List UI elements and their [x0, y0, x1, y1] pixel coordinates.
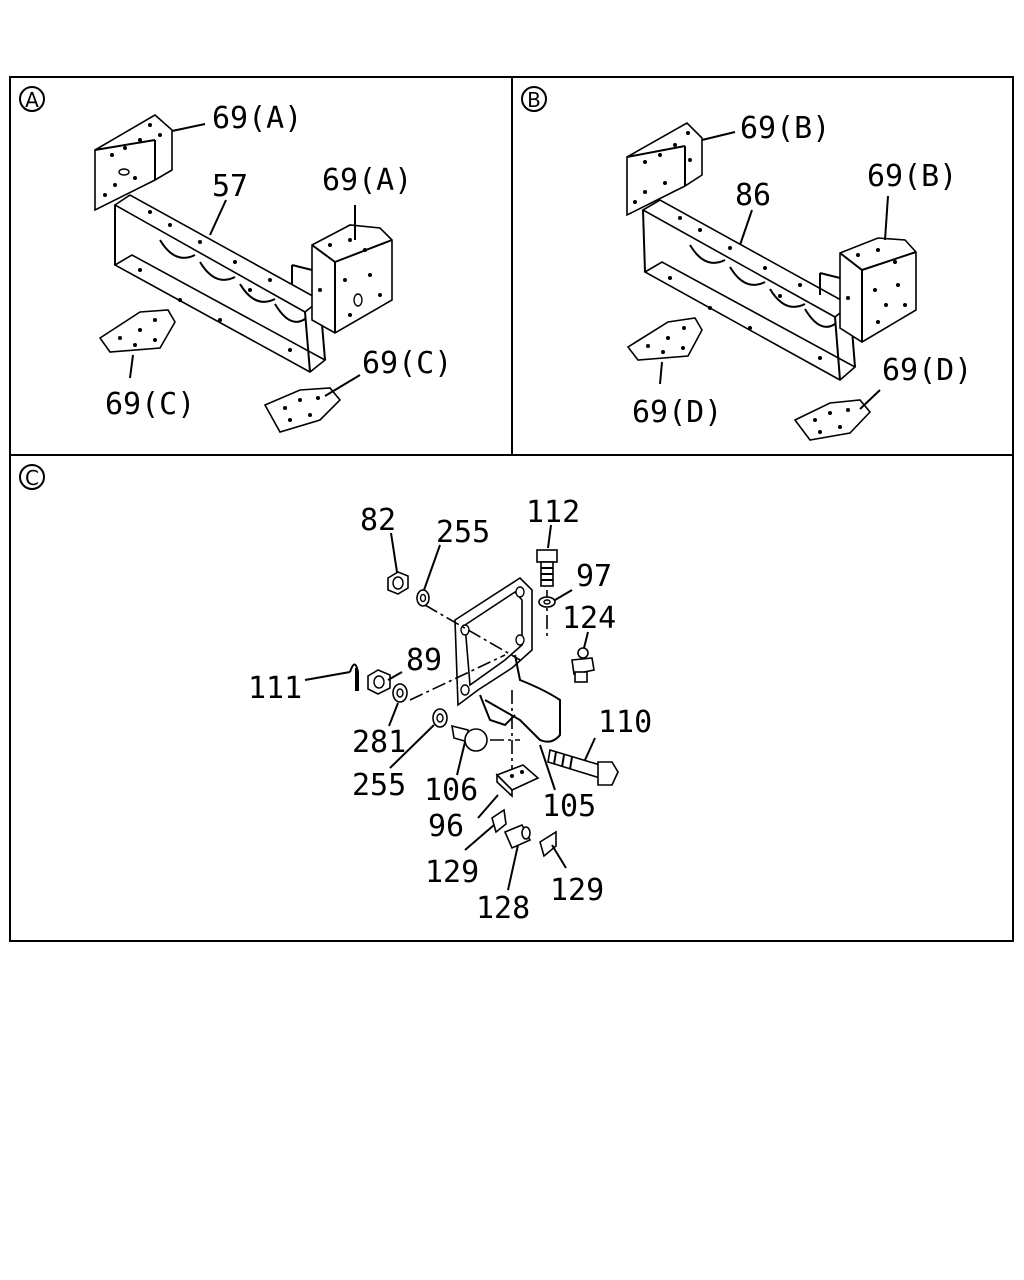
label-69a-top: 69(A) [212, 101, 302, 136]
spring-washer-97-part [538, 596, 556, 608]
label-89: 89 [406, 643, 442, 678]
label-97: 97 [576, 559, 612, 594]
leader-line [539, 744, 556, 791]
label-69b-top: 69(B) [740, 111, 830, 146]
leader-line [547, 524, 552, 549]
grease-nipple-124-part [571, 647, 595, 683]
leader-line [387, 671, 403, 681]
leader-line [324, 374, 361, 397]
bracket-right-part [819, 237, 917, 343]
label-69b-right: 69(B) [867, 159, 957, 194]
leader-line [304, 671, 351, 681]
washer-281-part [392, 683, 408, 703]
label-128: 128 [476, 891, 530, 926]
leader-line [423, 544, 441, 591]
label-112: 112 [526, 495, 580, 530]
panel-b-letter: B [527, 88, 541, 112]
bolt-110-part [547, 748, 619, 786]
label-96: 96 [428, 809, 464, 844]
nut-89-part [367, 669, 391, 695]
label-124: 124 [562, 601, 616, 636]
label-281: 281 [352, 725, 406, 760]
leader-line [477, 794, 499, 819]
bolt-112-part [536, 549, 558, 587]
label-106: 106 [424, 773, 478, 808]
leader-line [390, 532, 398, 573]
leader-line [583, 631, 589, 649]
leader-line [507, 844, 519, 891]
plate-right-part [793, 399, 872, 441]
label-69a-right: 69(A) [322, 163, 412, 198]
label-69c-left: 69(C) [105, 387, 195, 422]
plate-left-part [626, 317, 703, 361]
panel-c: 82 255 112 97 124 89 111 281 255 106 110… [248, 495, 652, 926]
label-82: 82 [360, 503, 396, 538]
leader-line [464, 824, 495, 851]
label-69d-right: 69(D) [882, 353, 972, 388]
leader-line [701, 131, 736, 141]
leader-line [388, 702, 399, 727]
label-86: 86 [735, 178, 771, 213]
panel-a-letter: A [25, 88, 39, 112]
leader-line [584, 737, 596, 761]
panel-a: 69(A) 57 69(A) 69(C) 69(C) [94, 101, 452, 433]
plate-96-part [495, 764, 540, 798]
panel-b-badge: B [521, 86, 547, 112]
pin-128-part [503, 823, 532, 850]
label-69d-left: 69(D) [632, 395, 722, 430]
cap-129-left-part [491, 808, 507, 834]
leader-line [209, 199, 227, 236]
leader-line [739, 209, 753, 246]
nut-82-part [387, 571, 409, 595]
panel-c-badge: C [19, 464, 45, 490]
leader-line [659, 361, 663, 385]
cotter-pin-111-part [349, 663, 359, 691]
label-57: 57 [212, 169, 248, 204]
bolt-106-part [451, 724, 488, 752]
plate-left-part [98, 309, 176, 353]
leader-line [389, 724, 435, 769]
label-129-right: 129 [550, 873, 604, 908]
main-bracket-part [454, 576, 561, 743]
bracket-right-part [291, 224, 393, 334]
label-110: 110 [598, 705, 652, 740]
label-255-top: 255 [436, 515, 490, 550]
leader-line [171, 123, 206, 132]
panel-a-badge: A [19, 86, 45, 112]
label-105: 105 [542, 789, 596, 824]
plate-right-part [263, 387, 342, 433]
label-129-left: 129 [425, 855, 479, 890]
label-111: 111 [248, 671, 302, 706]
washer-255-bottom-part [432, 708, 448, 728]
cap-129-right-part [539, 830, 557, 858]
leader-line [554, 589, 573, 601]
label-69c-right: 69(C) [362, 346, 452, 381]
panel-c-letter: C [25, 466, 39, 490]
leader-line [456, 741, 466, 776]
leader-line [859, 389, 881, 410]
panel-b: 69(B) 86 69(B) 69(D) 69(D) [626, 111, 972, 441]
leader-line [129, 354, 134, 379]
bracket-top-left-part [626, 122, 703, 217]
washer-255-top-part [416, 589, 430, 607]
leader-line [884, 195, 889, 241]
label-255-bottom: 255 [352, 768, 406, 803]
leader-line [551, 844, 567, 869]
bracket-top-left-part [94, 114, 173, 212]
